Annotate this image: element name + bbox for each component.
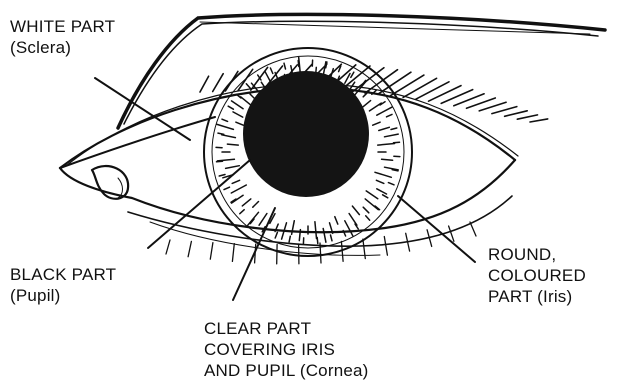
iris-stroke: [385, 167, 399, 170]
eyelash: [416, 82, 449, 99]
iris-stroke: [218, 133, 224, 134]
sclera-label-line2: (Sclera): [10, 37, 115, 58]
eyelash: [403, 78, 437, 97]
iris-stroke: [224, 187, 230, 189]
iris-stroke: [323, 62, 326, 76]
eyelash: [479, 102, 506, 111]
iris-stroke: [222, 119, 228, 121]
cornea-pointer: [233, 208, 275, 300]
iris-stroke: [379, 127, 390, 130]
iris-stroke: [378, 144, 395, 146]
iris-stroke: [222, 135, 236, 138]
iris-stroke: [377, 107, 392, 115]
cornea-label: CLEAR PART COVERING IRIS AND PUPIL (Corn…: [204, 318, 369, 381]
eyelash: [213, 74, 224, 92]
eyelash: [429, 86, 462, 102]
lower-eyelash: [470, 222, 476, 236]
eyelash: [505, 111, 528, 117]
iris-stroke: [228, 106, 233, 109]
pupil: [243, 71, 369, 197]
iris-label: ROUND, COLOURED PART (Iris): [488, 244, 586, 307]
sclera-label: WHITE PART (Sclera): [10, 16, 115, 58]
iris-stroke: [231, 185, 246, 193]
eyelash: [530, 119, 548, 122]
iris-stroke: [388, 183, 394, 185]
iris-stroke: [217, 161, 223, 162]
iris-stroke: [377, 189, 387, 194]
iris-stroke: [366, 216, 370, 220]
iris-stroke: [349, 214, 357, 226]
iris-stroke: [391, 128, 397, 130]
iris-stroke: [227, 144, 238, 145]
iris-stroke: [317, 238, 318, 244]
iris-stroke: [275, 232, 277, 238]
iris-stroke: [366, 191, 378, 199]
iris-stroke: [233, 112, 243, 117]
iris-stroke: [363, 207, 369, 213]
lower-eyelash: [210, 243, 213, 260]
iris-label-line3: PART (Iris): [488, 286, 586, 307]
iris-stroke: [375, 172, 391, 177]
iris-stroke: [217, 124, 233, 129]
iris-stroke: [383, 195, 388, 198]
cornea-label-line1: CLEAR PART: [204, 318, 369, 339]
pupil-pointer: [148, 160, 250, 248]
iris-stroke: [242, 199, 251, 206]
iris-stroke: [253, 202, 259, 208]
iris-stroke: [385, 134, 399, 137]
iris-stroke: [226, 166, 240, 169]
iris-stroke: [315, 222, 317, 239]
pupil-label: BLACK PART (Pupil): [10, 264, 116, 306]
iris-stroke: [394, 142, 400, 143]
iris-stroke: [259, 214, 267, 226]
lower-eyelashes: [166, 222, 476, 264]
lower-eyelash: [384, 237, 387, 256]
iris-stroke: [236, 122, 243, 125]
iris-stroke: [232, 195, 244, 203]
iris-stroke: [365, 199, 378, 210]
eyelash: [200, 76, 209, 92]
iris-stroke: [219, 175, 225, 177]
cornea-label-line3: AND PUPIL (Cornea): [204, 360, 369, 381]
iris-stroke: [289, 236, 290, 242]
pupil-label-line2: (Pupil): [10, 285, 116, 306]
eyelash: [390, 75, 424, 96]
cornea-label-line2: COVERING IRIS: [204, 339, 369, 360]
eyelash: [441, 90, 473, 104]
iris-stroke: [284, 63, 286, 69]
sclera-label-line1: WHITE PART: [10, 16, 115, 37]
lower-eyelash: [232, 244, 234, 262]
iris-stroke: [362, 101, 371, 108]
pupil-label-line1: BLACK PART: [10, 264, 116, 285]
iris-stroke: [217, 159, 234, 161]
lower-eyelash: [188, 241, 191, 256]
iris-stroke: [352, 206, 359, 215]
iris-stroke: [376, 180, 383, 183]
iris-stroke: [373, 122, 380, 125]
iris-stroke: [246, 84, 250, 88]
iris-stroke: [370, 103, 382, 111]
iris-stroke: [387, 114, 393, 116]
iris-pointer: [398, 196, 475, 262]
iris-label-line2: COLOURED: [488, 265, 586, 286]
iris-stroke: [298, 61, 299, 67]
lower-eyelash: [166, 240, 170, 254]
iris-stroke: [331, 235, 333, 241]
iris-stroke: [323, 229, 326, 243]
iris-stroke: [248, 212, 259, 225]
iris-stroke: [232, 101, 244, 109]
iris-stroke: [335, 217, 338, 224]
iris-stroke: [351, 72, 354, 77]
eyelash: [517, 115, 537, 119]
eyelash: [492, 107, 517, 114]
iris-stroke: [270, 68, 272, 74]
iris-stroke: [240, 210, 244, 214]
iris-stroke: [382, 159, 393, 160]
iris-stroke: [345, 221, 353, 236]
iris-stroke: [232, 180, 239, 183]
iris-label-line1: ROUND,: [488, 244, 586, 265]
